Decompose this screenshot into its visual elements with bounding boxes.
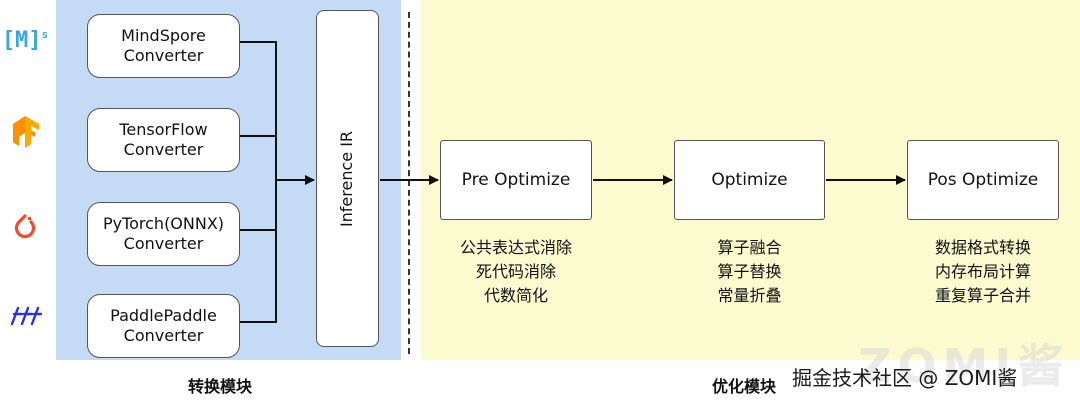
connector-paddlepaddle: [240, 178, 277, 323]
tensorflow-logo-icon: [0, 116, 50, 148]
optimize-description: 算子融合 算子替换 常量折叠: [674, 236, 825, 308]
watermark-large: ZOMI酱: [858, 339, 1070, 393]
desc-line: 公共表达式消除: [459, 238, 572, 257]
desc-line: 内存布局计算: [934, 262, 1031, 281]
inference-ir-box: Inference IR: [316, 10, 379, 347]
desc-line: 死代码消除: [475, 262, 556, 281]
desc-line: 代数简化: [483, 286, 548, 305]
dashed-divider: [408, 12, 410, 354]
mindspore-logo-text: [M]: [1, 28, 42, 53]
pytorch-converter-box: PyTorch(ONNX) Converter: [87, 202, 240, 266]
pre-optimize-box: Pre Optimize: [440, 140, 592, 220]
converter-label-line2: Converter: [123, 326, 204, 345]
converter-label-line1: MindSpore: [121, 26, 206, 45]
mindspore-logo-sup: s: [41, 28, 49, 41]
pos-optimize-label: Pos Optimize: [927, 170, 1039, 190]
converter-label-line2: Converter: [123, 234, 204, 253]
desc-line: 数据格式转换: [934, 238, 1031, 257]
pos-optimize-box: Pos Optimize: [907, 140, 1059, 220]
desc-line: 重复算子合并: [934, 286, 1031, 305]
converter-label-line1: TensorFlow: [119, 120, 208, 139]
converter-label-line1: PaddlePaddle: [110, 306, 217, 325]
converter-label-line2: Converter: [123, 140, 204, 159]
connector-mindspore: [240, 41, 277, 178]
paddlepaddle-converter-box: PaddlePaddle Converter: [87, 294, 240, 358]
pre-optimize-description: 公共表达式消除 死代码消除 代数简化: [440, 236, 592, 308]
pos-optimize-description: 数据格式转换 内存布局计算 重复算子合并: [907, 236, 1059, 308]
watermark-text: 掘金技术社区 @ ZOMI酱: [792, 366, 1018, 390]
desc-line: 算子融合: [717, 238, 782, 257]
optimize-box: Optimize: [674, 140, 825, 220]
converter-label-line2: Converter: [123, 46, 204, 65]
desc-line: 算子替换: [717, 262, 782, 281]
mindspore-logo-icon: [M]s: [0, 28, 50, 53]
optimization-module-label: 优化模块: [712, 377, 777, 396]
pre-optimize-label: Pre Optimize: [461, 170, 571, 190]
conversion-module-label: 转换模块: [188, 377, 253, 396]
pytorch-logo-icon: [0, 210, 50, 242]
mindspore-converter-box: MindSpore Converter: [87, 14, 240, 78]
optimize-label: Optimize: [711, 170, 788, 190]
tensorflow-converter-box: TensorFlow Converter: [87, 108, 240, 172]
paddlepaddle-logo-icon: [0, 304, 50, 328]
desc-line: 常量折叠: [717, 286, 782, 305]
converter-label-line1: PyTorch(ONNX): [102, 214, 225, 233]
